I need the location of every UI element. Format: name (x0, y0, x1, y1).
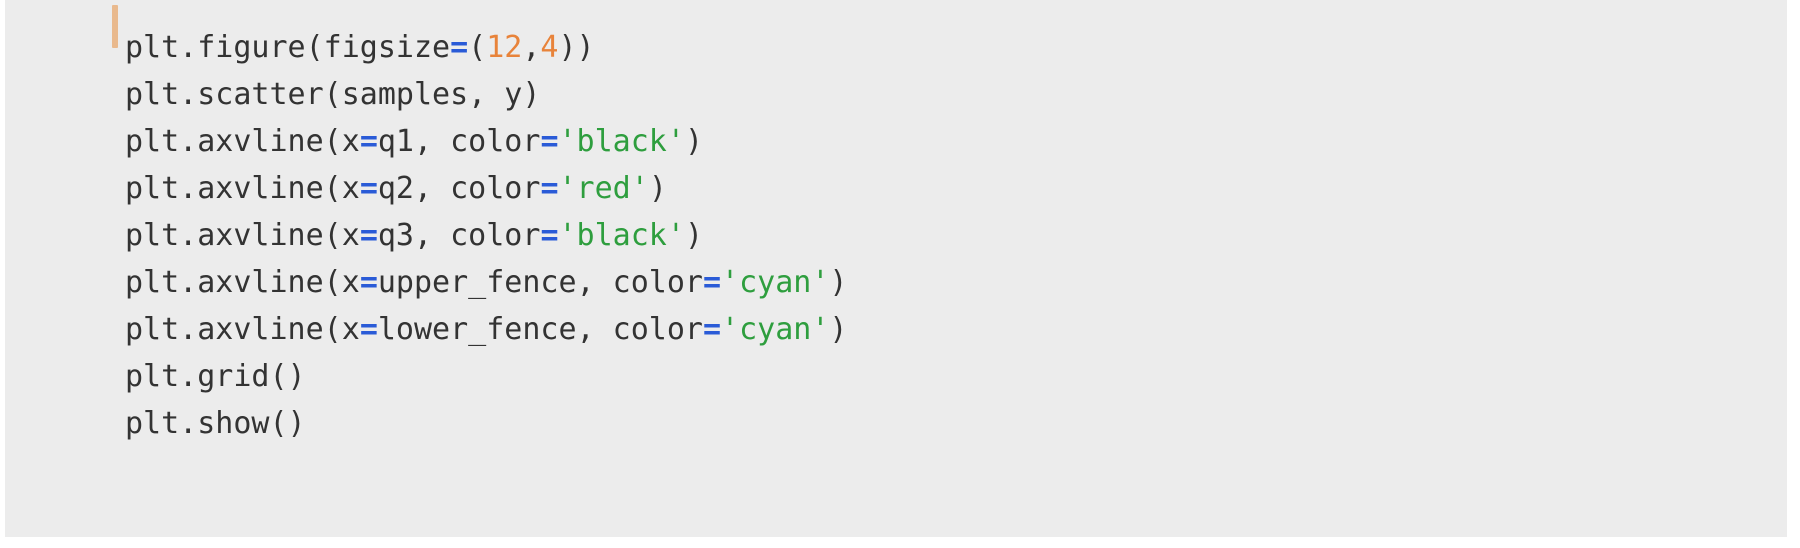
code-token-plain: ) (648, 171, 667, 206)
code-token-string: 'black' (558, 218, 685, 253)
code-token-plain: ) (829, 265, 848, 300)
code-token-string: 'cyan' (721, 265, 830, 300)
code-token-string: 'black' (558, 124, 685, 159)
code-line[interactable]: plt.axvline(x=q2, color='red') (125, 165, 1765, 212)
code-token-operator: = (450, 30, 469, 65)
code-token-plain: ) (829, 312, 848, 347)
code-token-plain: lower_fence, color (377, 312, 703, 347)
code-line[interactable]: plt.axvline(x=upper_fence, color='cyan') (125, 259, 1765, 306)
code-token-operator: = (359, 171, 378, 206)
code-token-plain: plt.axvline(x (125, 265, 360, 300)
cursor-marker-bar (112, 5, 118, 48)
code-token-string: 'cyan' (721, 312, 830, 347)
code-token-plain: ) (684, 124, 703, 159)
code-line[interactable]: plt.show() (125, 400, 1765, 447)
code-token-plain: plt.grid() (125, 359, 306, 394)
code-token-plain: plt.axvline(x (125, 312, 360, 347)
code-line[interactable]: plt.scatter(samples, y) (125, 71, 1765, 118)
code-token-operator: = (702, 265, 722, 300)
code-token-plain: plt.axvline(x (125, 218, 360, 253)
code-token-plain: plt.axvline(x (125, 124, 360, 159)
code-token-plain: q3, color (377, 218, 541, 253)
code-token-plain: upper_fence, color (377, 265, 703, 300)
code-token-operator: = (359, 124, 378, 159)
code-token-operator: = (359, 218, 378, 253)
code-token-plain: plt.axvline(x (125, 171, 360, 206)
code-token-number: 12 (486, 30, 523, 65)
code-token-plain: q1, color (377, 124, 541, 159)
code-token-plain: ) (684, 218, 703, 253)
code-token-operator: = (540, 124, 559, 159)
code-token-operator: = (540, 218, 559, 253)
code-token-plain: plt.figure(figsize (125, 30, 451, 65)
code-token-plain: , (522, 30, 541, 65)
code-token-plain: )) (558, 30, 595, 65)
code-line[interactable]: plt.figure(figsize=(12,4)) (125, 24, 1765, 71)
code-lines-container[interactable]: plt.figure(figsize=(12,4))plt.scatter(sa… (125, 24, 1765, 447)
code-token-string: 'red' (558, 171, 649, 206)
code-line[interactable]: plt.axvline(x=q1, color='black') (125, 118, 1765, 165)
code-token-operator: = (359, 265, 378, 300)
code-token-plain: q2, color (377, 171, 541, 206)
code-token-operator: = (702, 312, 722, 347)
code-token-plain: plt.show() (125, 406, 306, 441)
code-token-number: 4 (540, 30, 559, 65)
code-token-operator: = (359, 312, 378, 347)
code-line[interactable]: plt.axvline(x=lower_fence, color='cyan') (125, 306, 1765, 353)
code-block[interactable]: plt.figure(figsize=(12,4))plt.scatter(sa… (5, 0, 1787, 537)
code-line[interactable]: plt.axvline(x=q3, color='black') (125, 212, 1765, 259)
code-token-plain: plt.scatter(samples, y) (125, 77, 541, 112)
code-line[interactable]: plt.grid() (125, 353, 1765, 400)
code-token-operator: = (540, 171, 559, 206)
code-token-plain: ( (468, 30, 487, 65)
